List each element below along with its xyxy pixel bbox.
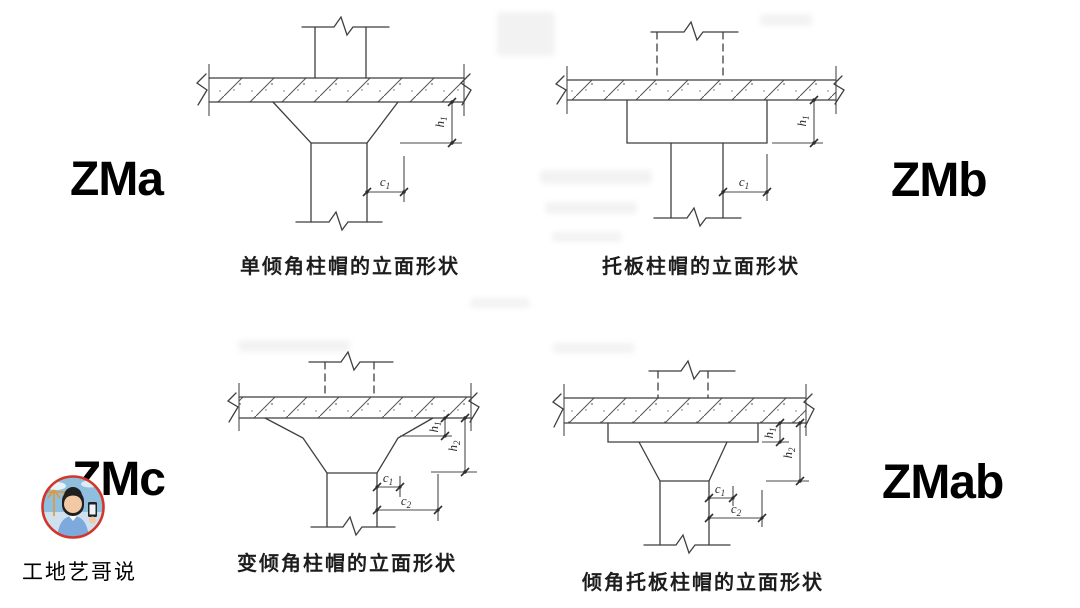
break-symbol xyxy=(195,73,208,106)
svg-text:h1: h1 xyxy=(432,117,449,128)
dimension-c1: c1 xyxy=(372,470,405,497)
zma-diagram: h1 c1 单倾角柱帽的立面形状 xyxy=(195,15,472,278)
break-symbol xyxy=(832,75,845,105)
break-symbol xyxy=(467,392,480,423)
dimension-c1: c1 xyxy=(718,154,772,201)
scan-artifact xyxy=(553,343,635,353)
dimension-h1: h1 xyxy=(772,95,823,148)
break-symbol xyxy=(551,393,564,428)
break-symbol xyxy=(301,15,390,37)
column-cap xyxy=(626,99,768,144)
dimension-c1: c1 xyxy=(704,481,738,506)
break-symbol xyxy=(650,20,739,42)
dimension-c2: c2 xyxy=(372,474,443,521)
slab xyxy=(195,64,472,116)
svg-text:c2: c2 xyxy=(401,493,412,510)
label-zmb: ZMb xyxy=(891,154,988,207)
svg-text:h1: h1 xyxy=(426,422,443,433)
svg-text:c1: c1 xyxy=(380,174,390,191)
column-cap xyxy=(607,422,759,482)
lower-column xyxy=(310,472,396,537)
dimension-h2: h2 xyxy=(766,418,809,486)
slab xyxy=(226,383,480,431)
scan-artifact xyxy=(470,298,530,308)
dimension-c1: c1 xyxy=(362,156,409,202)
zmc-diagram: h1 h2 c1 c2 变倾角柱帽的立面形状 xyxy=(226,350,480,575)
label-zmab: ZMab xyxy=(882,456,1004,509)
scan-artifact xyxy=(760,14,812,26)
break-symbol xyxy=(226,392,239,423)
lower-column xyxy=(643,480,731,555)
break-symbol xyxy=(459,73,472,106)
zmb-caption: 托板柱帽的立面形状 xyxy=(602,254,800,278)
break-symbol xyxy=(554,75,567,105)
svg-text:h2: h2 xyxy=(780,447,797,459)
svg-text:c1: c1 xyxy=(715,481,725,498)
zmab-diagram: h1 h2 c1 c2 倾角托板柱帽的立面形状 xyxy=(551,359,824,594)
zma-caption: 单倾角柱帽的立面形状 xyxy=(240,254,460,278)
break-symbol xyxy=(310,515,396,537)
dimension-h1: h1 xyxy=(400,97,462,148)
zmb-diagram: h1 c1 托板柱帽的立面形状 xyxy=(554,20,845,278)
dimension-c2: c2 xyxy=(704,490,767,527)
svg-text:c1: c1 xyxy=(383,470,393,487)
zmab-caption: 倾角托板柱帽的立面形状 xyxy=(581,570,824,594)
upper-column xyxy=(301,15,390,79)
watermark-avatar xyxy=(41,475,105,539)
break-symbol xyxy=(643,533,731,555)
scan-artifact xyxy=(552,232,622,242)
person xyxy=(57,487,89,537)
upper-column xyxy=(648,359,736,399)
dimension-h1: h1 xyxy=(761,418,789,447)
upper-column xyxy=(308,350,394,398)
dimension-h2: h2 xyxy=(431,413,477,477)
slab xyxy=(551,384,815,436)
break-symbol xyxy=(648,359,736,381)
phone-icon xyxy=(88,502,97,524)
svg-text:h1: h1 xyxy=(761,428,778,439)
upper-column xyxy=(650,20,739,81)
break-symbol xyxy=(295,210,383,232)
svg-text:h1: h1 xyxy=(794,116,811,127)
lower-column xyxy=(295,142,383,232)
column-cap xyxy=(272,101,399,144)
lower-column xyxy=(653,142,742,228)
label-zma: ZMa xyxy=(70,153,164,206)
scan-artifact xyxy=(238,340,350,352)
svg-text:c2: c2 xyxy=(731,501,742,518)
watermark-text: 工地艺哥说 xyxy=(22,561,137,584)
break-symbol xyxy=(802,393,815,428)
dimension-h1: h1 xyxy=(400,413,452,441)
zmc-caption: 变倾角柱帽的立面形状 xyxy=(237,551,457,575)
scan-artifact xyxy=(497,12,555,56)
break-symbol xyxy=(653,206,742,228)
svg-text:h2: h2 xyxy=(445,440,462,452)
slab xyxy=(554,66,845,114)
svg-text:c1: c1 xyxy=(739,174,749,191)
scan-artifact xyxy=(545,202,637,214)
column-cap xyxy=(264,417,434,474)
scan-artifact xyxy=(540,170,652,184)
avatar-ring xyxy=(41,475,105,539)
break-symbol xyxy=(308,350,394,372)
